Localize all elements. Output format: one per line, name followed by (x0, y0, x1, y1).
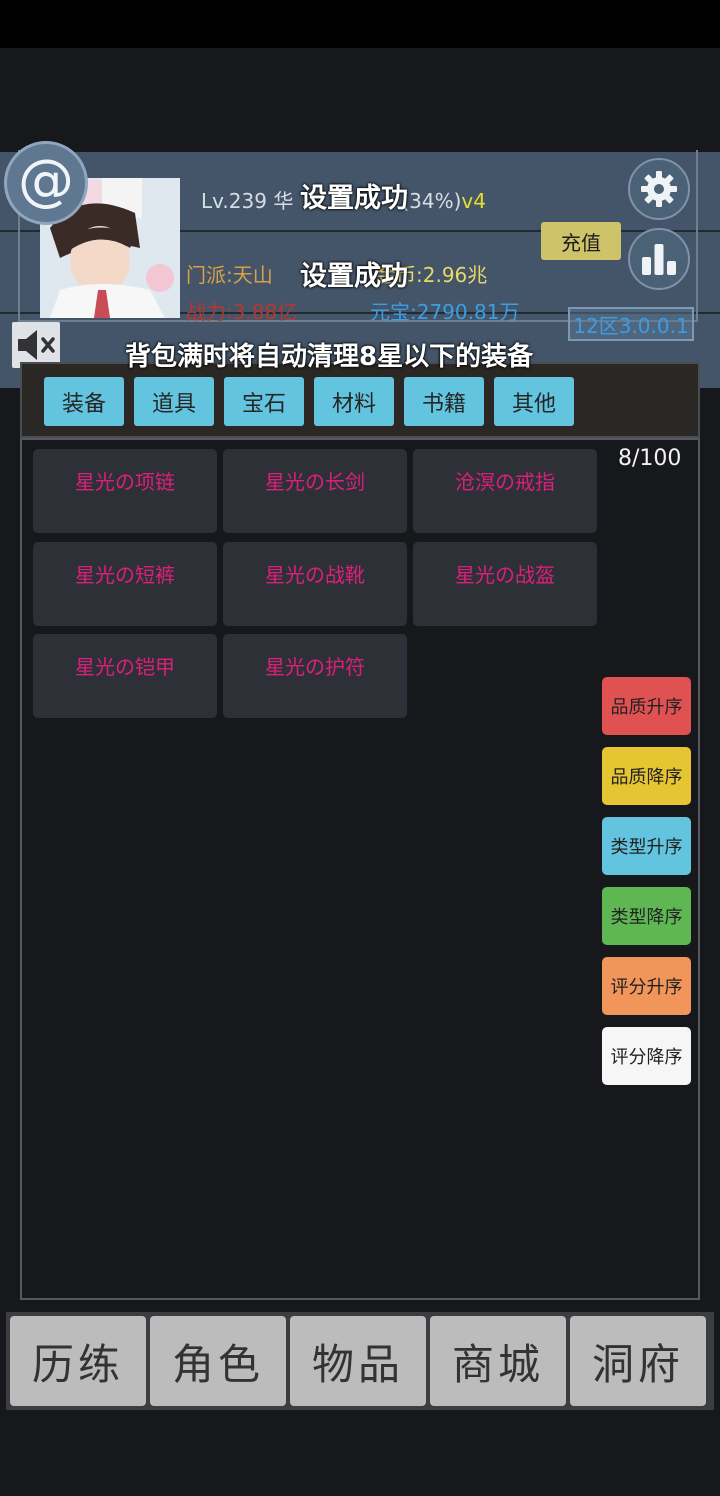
nav-training[interactable]: 历练 (10, 1316, 146, 1406)
tab-books[interactable]: 书籍 (404, 377, 484, 426)
sort-type-asc-button[interactable]: 类型升序 (602, 817, 691, 875)
level-text: Lv.239 华(34%)v4 (201, 189, 486, 213)
yuanbao-text: 元宝:2790.81万 (370, 300, 520, 324)
item-name: 星光の护符 (265, 655, 365, 679)
toast-message: 设置成功 (300, 183, 408, 214)
inventory-slot[interactable]: 星光の护符 (223, 634, 407, 718)
toast-message: 设置成功 (300, 261, 408, 292)
item-name: 星光の长剑 (265, 470, 365, 494)
power-text: 战力:3.88亿 (186, 300, 298, 324)
item-name: 星光の战盔 (455, 563, 555, 587)
inventory-slot[interactable]: 星光の铠甲 (33, 634, 217, 718)
tab-other[interactable]: 其他 (494, 377, 574, 426)
item-name: 星光の铠甲 (75, 655, 175, 679)
sort-score-asc-button[interactable]: 评分升序 (602, 957, 691, 1015)
tab-materials[interactable]: 材料 (314, 377, 394, 426)
inventory-slot[interactable]: 星光の短裤 (33, 542, 217, 626)
inventory-slot[interactable]: 星光の战盔 (413, 542, 597, 626)
inventory-capacity: 8/100 (618, 446, 682, 471)
item-name: 星光の项链 (75, 470, 175, 494)
toast-message: 背包满时将自动清理8星以下的装备 (125, 342, 534, 372)
header-divider (0, 312, 720, 314)
item-name: 沧溟の戒指 (455, 470, 555, 494)
tab-equipment[interactable]: 装备 (44, 377, 124, 426)
bar-chart-icon[interactable] (628, 228, 690, 290)
sort-type-desc-button[interactable]: 类型降序 (602, 887, 691, 945)
tab-gems[interactable]: 宝石 (224, 377, 304, 426)
item-name: 星光の短裤 (75, 563, 175, 587)
sort-quality-desc-button[interactable]: 品质降序 (602, 747, 691, 805)
gold-text: 金币:2.96兆 (376, 263, 488, 287)
item-name: 星光の战靴 (265, 563, 365, 587)
at-icon[interactable]: @ (4, 141, 88, 225)
nav-character[interactable]: 角色 (150, 1316, 286, 1406)
header-divider (0, 230, 720, 232)
header-frame (18, 150, 698, 322)
inventory-slot[interactable]: 星光の项链 (33, 449, 217, 533)
recharge-button[interactable]: 充值 (541, 222, 621, 260)
inventory-slot[interactable]: 星光の战靴 (223, 542, 407, 626)
sort-score-desc-button[interactable]: 评分降序 (602, 1027, 691, 1085)
nav-shop[interactable]: 商城 (430, 1316, 566, 1406)
server-badge: 12区3.0.0.1 (568, 307, 694, 341)
nav-items[interactable]: 物品 (290, 1316, 426, 1406)
inventory-slot[interactable]: 星光の长剑 (223, 449, 407, 533)
sect-text: 门派:天山 (186, 263, 273, 287)
sort-quality-asc-button[interactable]: 品质升序 (602, 677, 691, 735)
nav-cave[interactable]: 洞府 (570, 1316, 706, 1406)
inventory-slot[interactable]: 沧溟の戒指 (413, 449, 597, 533)
mute-icon[interactable] (12, 322, 60, 368)
tab-props[interactable]: 道具 (134, 377, 214, 426)
status-bar (0, 0, 720, 48)
gear-icon[interactable] (628, 158, 690, 220)
vip-level: v4 (461, 189, 486, 213)
